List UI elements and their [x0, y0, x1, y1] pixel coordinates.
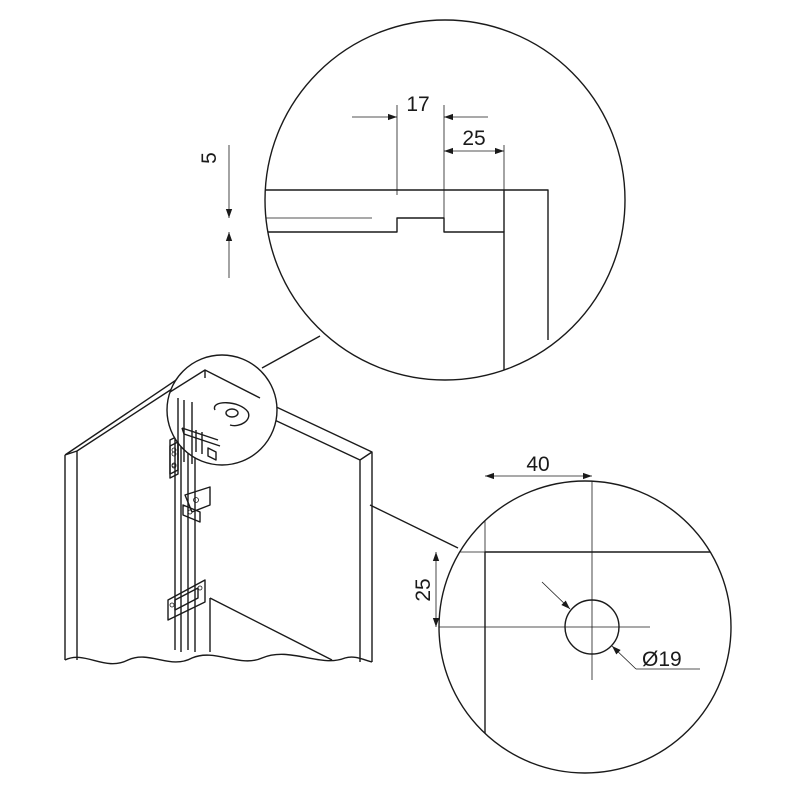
dim-40-label: 40 [526, 453, 549, 476]
detail-circle-bottom: Ø19 40 25 [412, 453, 732, 774]
bottom-hinge-plate [167, 579, 206, 621]
drill-hole [564, 599, 620, 655]
break-line [64, 653, 373, 665]
detail-marker-top [166, 354, 278, 475]
left-door-panel [64, 371, 189, 660]
inner-shelf-line [209, 597, 333, 661]
dim-diameter-label: Ø19 [642, 648, 682, 671]
leader-line-bottom [369, 504, 459, 549]
panel-edge-lines [174, 395, 196, 652]
dim-25-vertical-label: 25 [412, 578, 435, 601]
dim-25-label: 25 [462, 127, 485, 150]
detail-circle-top: 17 25 5 [198, 19, 626, 381]
dim-17-label: 17 [406, 93, 429, 116]
middle-catch [182, 486, 211, 523]
dim-5-label: 5 [198, 152, 221, 164]
leader-line-top [261, 335, 321, 369]
